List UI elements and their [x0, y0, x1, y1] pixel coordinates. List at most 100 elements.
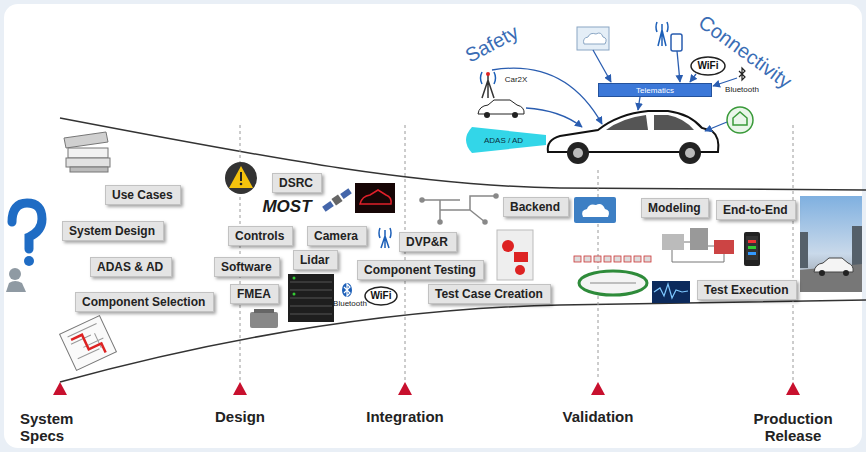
- cell-tower-icon: [658, 24, 666, 46]
- bluetooth-icon: [344, 284, 350, 296]
- node-text: Telematics: [636, 86, 674, 95]
- small-car: [484, 112, 490, 118]
- phase-marker: [398, 382, 412, 395]
- link-arrow: [677, 51, 680, 82]
- test-flow-icon: [614, 256, 621, 262]
- node-text: System Design: [69, 224, 155, 238]
- node-text: Lidar: [300, 253, 329, 267]
- stage-label: System Specs: [20, 410, 92, 445]
- stage-label: Production Release: [743, 410, 843, 445]
- stage-label: Integration: [366, 408, 444, 425]
- warning-icon: [229, 166, 253, 188]
- link-arrow: [713, 78, 737, 86]
- main-car: [606, 115, 648, 130]
- satellite-icon: [331, 194, 342, 205]
- small-car: [512, 112, 518, 118]
- stage-label: Design: [215, 408, 265, 425]
- network-icon: [422, 196, 496, 222]
- phase-marker: [786, 382, 800, 395]
- question-figure: [12, 203, 42, 249]
- tower-icon: [481, 72, 496, 84]
- link-arrow: [492, 50, 737, 131]
- main-car: [573, 148, 583, 158]
- device-icon: [250, 312, 278, 328]
- documents-icon: [64, 132, 108, 148]
- phone-icon: [744, 232, 760, 266]
- warning-icon: [225, 162, 257, 194]
- funnel-outline: [60, 118, 866, 382]
- satellite-icon: [322, 188, 353, 213]
- process-box: Test Case Creation: [428, 284, 551, 304]
- antenna-icon: [379, 228, 391, 238]
- cell-tower-icon: [656, 22, 668, 32]
- waveform-icon: [654, 284, 688, 298]
- process-box: FMEA: [230, 284, 279, 304]
- phase-marker: [233, 382, 247, 395]
- wifi-label: WiFi: [697, 60, 718, 72]
- small-car: [478, 100, 524, 118]
- node-text: ADAS / AD: [484, 136, 523, 145]
- documents-icon: [70, 167, 108, 172]
- home-icon: [733, 112, 747, 125]
- stage-label: Validation: [563, 408, 634, 425]
- warning-icon: [225, 162, 257, 194]
- server-rack-icon: [293, 293, 296, 296]
- link-arrow: [638, 97, 640, 110]
- server-rack-icon: [293, 277, 296, 280]
- node-text: Use Cases: [112, 188, 173, 202]
- node-text: ADAS & AD: [97, 260, 163, 274]
- process-box: Modeling: [641, 198, 709, 218]
- process-box: ADAS & AD: [90, 257, 172, 277]
- machines-icon: [690, 228, 708, 250]
- bluetooth-icon: [342, 283, 352, 297]
- network-icon: [494, 194, 498, 198]
- machines-icon: [662, 234, 684, 250]
- cloud-service-icon: [577, 27, 609, 50]
- cell-tower-icon: [671, 34, 682, 51]
- security-icon: [355, 183, 395, 213]
- process-box: Backend: [503, 197, 569, 217]
- node-text: DVP&R: [406, 235, 448, 249]
- link-arrow: [705, 122, 727, 131]
- phone-icon: [748, 252, 756, 255]
- server-rack-icon: [288, 274, 334, 322]
- question-figure: [24, 256, 34, 266]
- test-bench-icon: [515, 265, 525, 275]
- cell-tower-icon: [656, 22, 682, 51]
- node-text: Camera: [314, 229, 358, 243]
- test-flow-icon: [574, 256, 581, 262]
- node-text: Software: [221, 260, 272, 274]
- cone-shape: [466, 127, 546, 153]
- telematics-bar: Telematics: [598, 83, 712, 97]
- network-icon: [420, 194, 498, 224]
- test-flow-icon: [590, 283, 636, 284]
- main-car: [679, 142, 701, 164]
- device-icon: [250, 309, 278, 328]
- node-text: Test Case Creation: [435, 287, 543, 301]
- process-box: Controls: [228, 226, 293, 246]
- cloud-service-icon: [577, 27, 609, 50]
- machines-icon: [714, 240, 734, 254]
- process-box: Use Cases: [105, 185, 181, 205]
- machines-icon: [662, 228, 734, 262]
- road-photo: [819, 270, 825, 276]
- test-bench-icon: [497, 230, 533, 280]
- tower-icon: [481, 72, 496, 98]
- phase-divider: [240, 125, 793, 380]
- small-car: [478, 100, 524, 114]
- test-bench-icon: [514, 252, 528, 262]
- server-rack-icon: [288, 274, 334, 322]
- node-text: Component Selection: [82, 295, 205, 309]
- cloud-service-icon: [584, 33, 607, 44]
- network-icon: [438, 220, 442, 224]
- question-figure: [9, 268, 21, 280]
- home-icon: [727, 107, 753, 133]
- cloud-icon: [582, 204, 609, 217]
- maze-icon: [68, 324, 107, 359]
- main-car: [654, 115, 694, 130]
- documents-icon: [64, 132, 110, 172]
- test-bench-icon: [497, 230, 533, 280]
- satellite-icon: [340, 188, 352, 199]
- icon-label: Bluetooth: [333, 299, 367, 308]
